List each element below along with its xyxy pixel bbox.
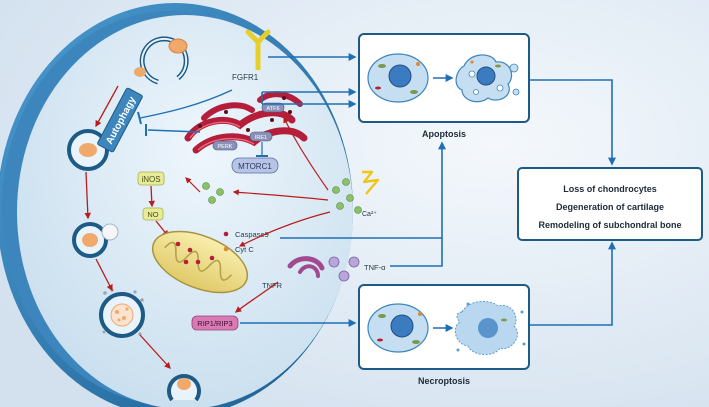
- autophagy-arrow: [84, 171, 92, 220]
- inos-node: iNOS: [137, 171, 165, 186]
- rip-node: RIP1/RIP3: [191, 315, 239, 331]
- svg-text:Caspase9: Caspase9: [235, 230, 269, 239]
- autophagy-arrow: [95, 258, 113, 292]
- calcium-ions-cytosol: [202, 182, 224, 204]
- tnfa-ligand: [328, 256, 360, 282]
- autophagy-arrow: [95, 85, 119, 128]
- endoplasmic-reticulum: [184, 91, 308, 154]
- calcium-to-er-arrow: [283, 116, 329, 191]
- outcome-item: Loss of chondrocytes: [563, 184, 657, 194]
- svg-text:IRE1: IRE1: [255, 135, 267, 141]
- cargo-organelle: [168, 38, 188, 54]
- apoptosis-panel: [358, 33, 530, 123]
- calcium-to-mito-arrow: [238, 211, 331, 247]
- tnfa-to-apoptosis-line: [390, 238, 443, 267]
- atf6-sensor: ATF6: [261, 102, 285, 113]
- tnfa-label: TNF-α: [364, 263, 386, 272]
- healthy-cell: [367, 303, 429, 353]
- lysosome: [101, 223, 119, 241]
- svg-text:iNOS: iNOS: [141, 175, 160, 184]
- svg-text:Cyt C: Cyt C: [235, 245, 254, 254]
- ire1-sensor: IRE1: [249, 131, 273, 142]
- svg-text:RIP1/RIP3: RIP1/RIP3: [197, 319, 232, 328]
- er-inhibition: [147, 129, 201, 133]
- tnfr-to-rip-arrow: [234, 281, 279, 313]
- outcomes-panel: Loss of chondrocytes Degeneration of car…: [517, 167, 703, 241]
- svg-text:MTORC1: MTORC1: [238, 162, 272, 171]
- calcium-to-inos-arrow: [185, 177, 201, 193]
- mitochondrion: [151, 230, 249, 294]
- svg-text:NO: NO: [147, 210, 158, 219]
- caspase9-release: Caspase9 Cyt C: [223, 230, 269, 254]
- necroptosis-to-outcomes-arrow: [530, 241, 616, 326]
- perk-sensor: PERK: [212, 140, 238, 151]
- inos-arrow: [148, 185, 155, 208]
- no-node: NO: [142, 207, 164, 221]
- svg-text:ATF6: ATF6: [266, 106, 279, 112]
- autophagy-arrow: [139, 334, 171, 369]
- fgfr1-inhibition: [139, 89, 233, 119]
- outcome-item: Degeneration of cartilage: [556, 202, 664, 212]
- necroptosis-panel: [358, 284, 530, 370]
- calcium-to-cytosol-arrow: [232, 189, 329, 201]
- lightning-icon: [362, 170, 380, 195]
- svg-text:PERK: PERK: [218, 144, 233, 150]
- calcium-ions-extracellular: [332, 178, 362, 214]
- cargo-organelle: [134, 67, 146, 77]
- chondrocyte-cell: [0, 3, 353, 407]
- tnfr-receptor: [287, 256, 325, 278]
- mtorc1-node: MTORC1: [231, 157, 279, 174]
- outcome-item: Remodeling of subchondral bone: [538, 220, 681, 230]
- autophagy-pathway: [67, 36, 201, 402]
- apoptotic-cell: [455, 54, 520, 103]
- apoptosis-to-outcomes-arrow: [530, 79, 616, 166]
- fgfr1-receptor: [245, 29, 271, 70]
- necroptosis-label: Necroptosis: [418, 376, 470, 386]
- healthy-cell: [367, 53, 429, 103]
- apoptosis-label: Apoptosis: [422, 129, 466, 139]
- flow-arrows: [240, 53, 616, 327]
- fgfr1-label: FGFR1: [232, 73, 259, 82]
- calcium-label: Ca²⁺: [362, 211, 377, 218]
- necrotic-cell: [454, 301, 526, 355]
